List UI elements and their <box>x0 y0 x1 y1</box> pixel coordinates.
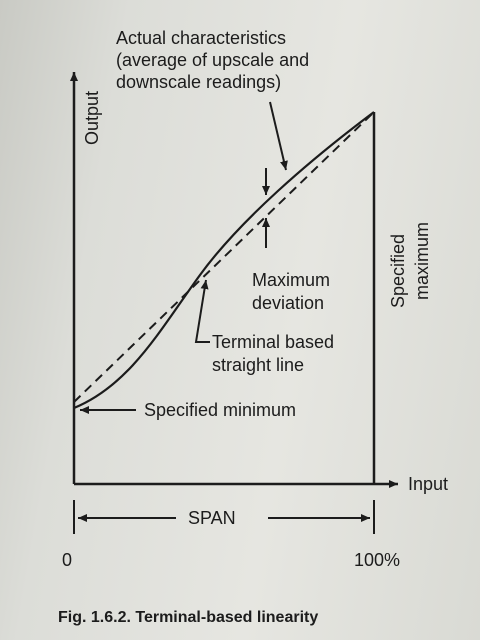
actual-characteristics-label: Actual characteristics <box>116 28 286 48</box>
span-label: SPAN <box>188 508 236 528</box>
terminal-line-label: Terminal based <box>212 332 334 352</box>
terminal-line-subline: straight line <box>212 355 304 375</box>
terminal-pointer-leader <box>194 279 210 343</box>
input-axis-label: Input <box>408 474 448 494</box>
actual-characteristics-subline: (average of upscale and <box>116 50 309 70</box>
actual-pointer-arrow <box>269 101 288 171</box>
actual-characteristic-curve <box>73 111 375 410</box>
terminal-straight-line <box>73 111 375 403</box>
specified-maximum-label: Specified <box>388 234 408 308</box>
maximum-deviation-subline: deviation <box>252 293 324 313</box>
specified-maximum-subline: maximum <box>412 222 432 300</box>
output-axis-label: Output <box>82 91 102 145</box>
zero-label: 0 <box>62 550 72 570</box>
hundred-percent-label: 100% <box>354 550 400 570</box>
actual-characteristics-subline-2: downscale readings) <box>116 72 281 92</box>
maximum-deviation-label: Maximum <box>252 270 330 290</box>
specified-minimum-label: Specified minimum <box>144 400 296 420</box>
figure-caption: Fig. 1.6.2. Terminal-based linearity <box>58 609 318 626</box>
